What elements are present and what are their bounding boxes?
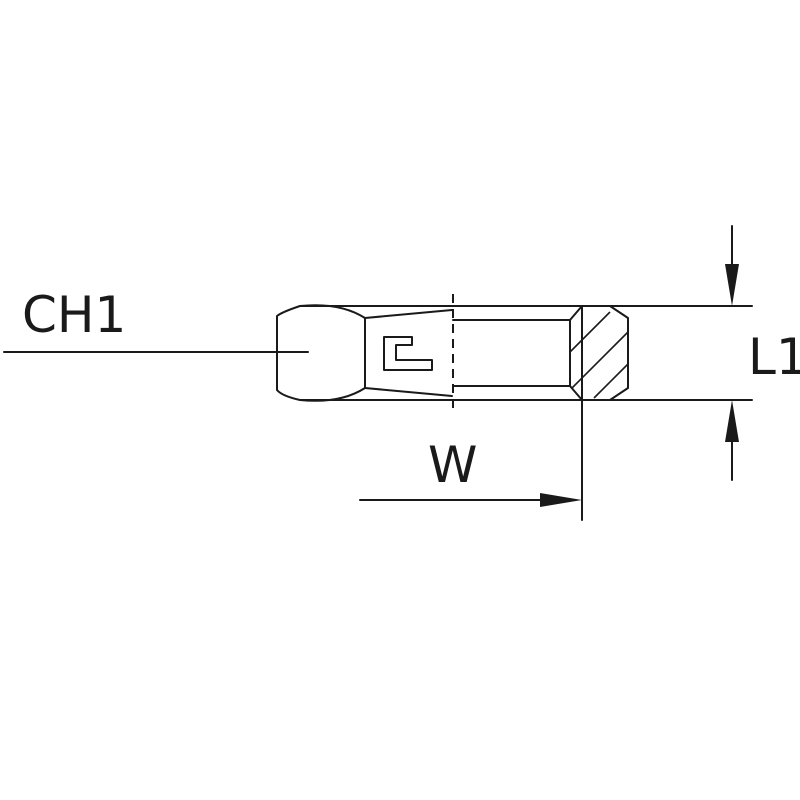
l1-lower-arrowhead xyxy=(725,400,739,442)
section-hatching xyxy=(569,311,629,399)
w-label: W xyxy=(428,436,477,494)
w-arrowhead xyxy=(540,493,582,507)
part-body xyxy=(276,294,753,412)
l1-dimension: L1 xyxy=(725,225,800,481)
l1-upper-arrowhead xyxy=(725,264,739,306)
sealing-end-outline xyxy=(569,305,629,401)
ch1-callout: CH1 xyxy=(3,286,309,353)
marker-symbol xyxy=(383,336,433,371)
w-dimension: W xyxy=(359,399,583,521)
ch1-label: CH1 xyxy=(22,286,126,344)
hex-nut-flat-top xyxy=(364,309,453,319)
hex-nut-flat-bottom xyxy=(364,387,453,397)
l1-label: L1 xyxy=(748,328,800,386)
